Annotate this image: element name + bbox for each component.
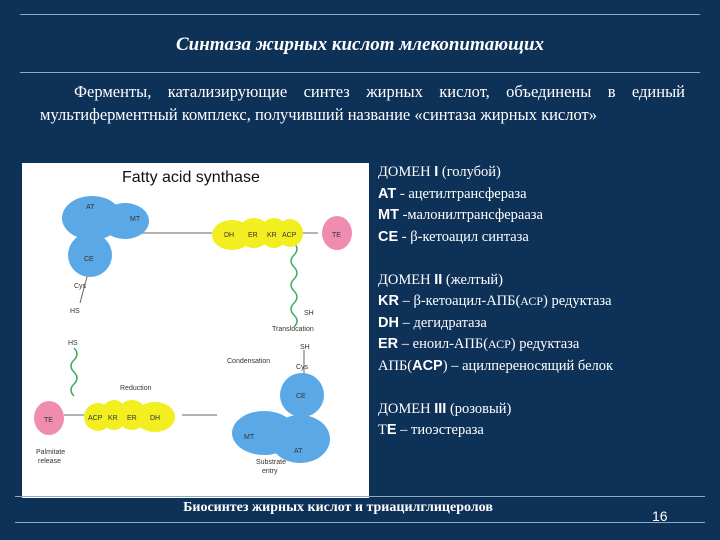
domain1-bottom [232,373,330,463]
fig-label: ER [127,415,137,422]
fig-label: AT [86,204,95,211]
fig-label: CE [296,393,306,400]
legend-kr: KR – β-кетоацил-АПБ(АСР) редуктаза [378,293,612,309]
fig-label: HS [70,308,80,315]
fig-label: SH [300,344,310,351]
legend-mt: MT -малонилтрансфераaза [378,207,543,223]
reduction-hinge [70,347,78,397]
legend-er: ER – еноил-АПБ(АСР) редуктаза [378,336,580,352]
domain1-heading: ДОМЕН I (голубой) [378,164,501,180]
te-top-domain [322,216,352,250]
domain-legend: ДОМЕН I (голубой) AT - ацетилтрансфераза… [378,162,708,442]
fig-label: Cys [296,364,309,371]
fig-label: DH [224,232,234,239]
footer-text: Биосинтез жирных кислот и триацилглицеро… [183,500,493,515]
fig-label: Cys [74,283,87,290]
fig-label: Condensation [227,358,270,365]
domain2-bottom [84,400,175,432]
footer-divider-top [15,496,705,497]
fig-label: entry [262,468,278,475]
fig-label: ER [248,232,258,239]
legend-ce: CE - β-кетоацил синтаза [378,228,529,245]
intro-paragraph: Ферменты, катализирующие синтез жирных к… [40,82,685,124]
fig-label: DH [150,415,160,422]
translocation-hinge [290,242,298,328]
fig-label: KR [267,232,277,239]
cys-linker-top [79,272,89,304]
fig-label: CE [84,256,94,263]
fatty-acid-synthase-figure: Fatty acid synthase [22,163,369,498]
fig-label: Translocation [272,326,314,333]
domain3-heading: ДОМЕН III (розовый) [378,400,512,417]
fig-label: KR [108,415,118,422]
fig-label: TE [44,417,53,424]
domain2-top [212,218,303,250]
domain2-heading: ДОМЕН II (желтый) [378,271,503,288]
fig-label: SH [304,310,314,317]
fig-label: release [38,458,61,465]
top-divider [20,14,700,15]
fig-label: ACP [88,415,103,422]
fig-label: MT [130,216,141,223]
fig-label: Substrate [256,459,286,466]
figure-title: Fatty acid synthase [122,169,260,186]
domain1-top [62,196,149,277]
fig-label: ACP [282,232,297,239]
te-bottom-domain [34,401,64,435]
legend-dh: DH – дегидратаза [378,314,487,331]
fig-label: Reduction [120,385,152,392]
fig-label: AT [294,448,303,455]
fig-label: HS [68,340,78,347]
legend-acp: АПБ(ACP) – ацилпереносящий белок [378,357,614,374]
title-divider [20,72,700,73]
legend-at: AT - ацетилтрансфераза [378,185,527,202]
footer-divider-bottom [15,522,705,523]
legend-te: ТЕ – тиоэстераза [378,422,484,438]
slide-title: Синтаза жирных кислот млекопитающих [175,34,545,55]
fig-label: MT [244,434,255,441]
fig-label: TE [332,232,341,239]
fig-label: Palmitate [36,449,65,456]
page-number: 16 [652,508,668,524]
